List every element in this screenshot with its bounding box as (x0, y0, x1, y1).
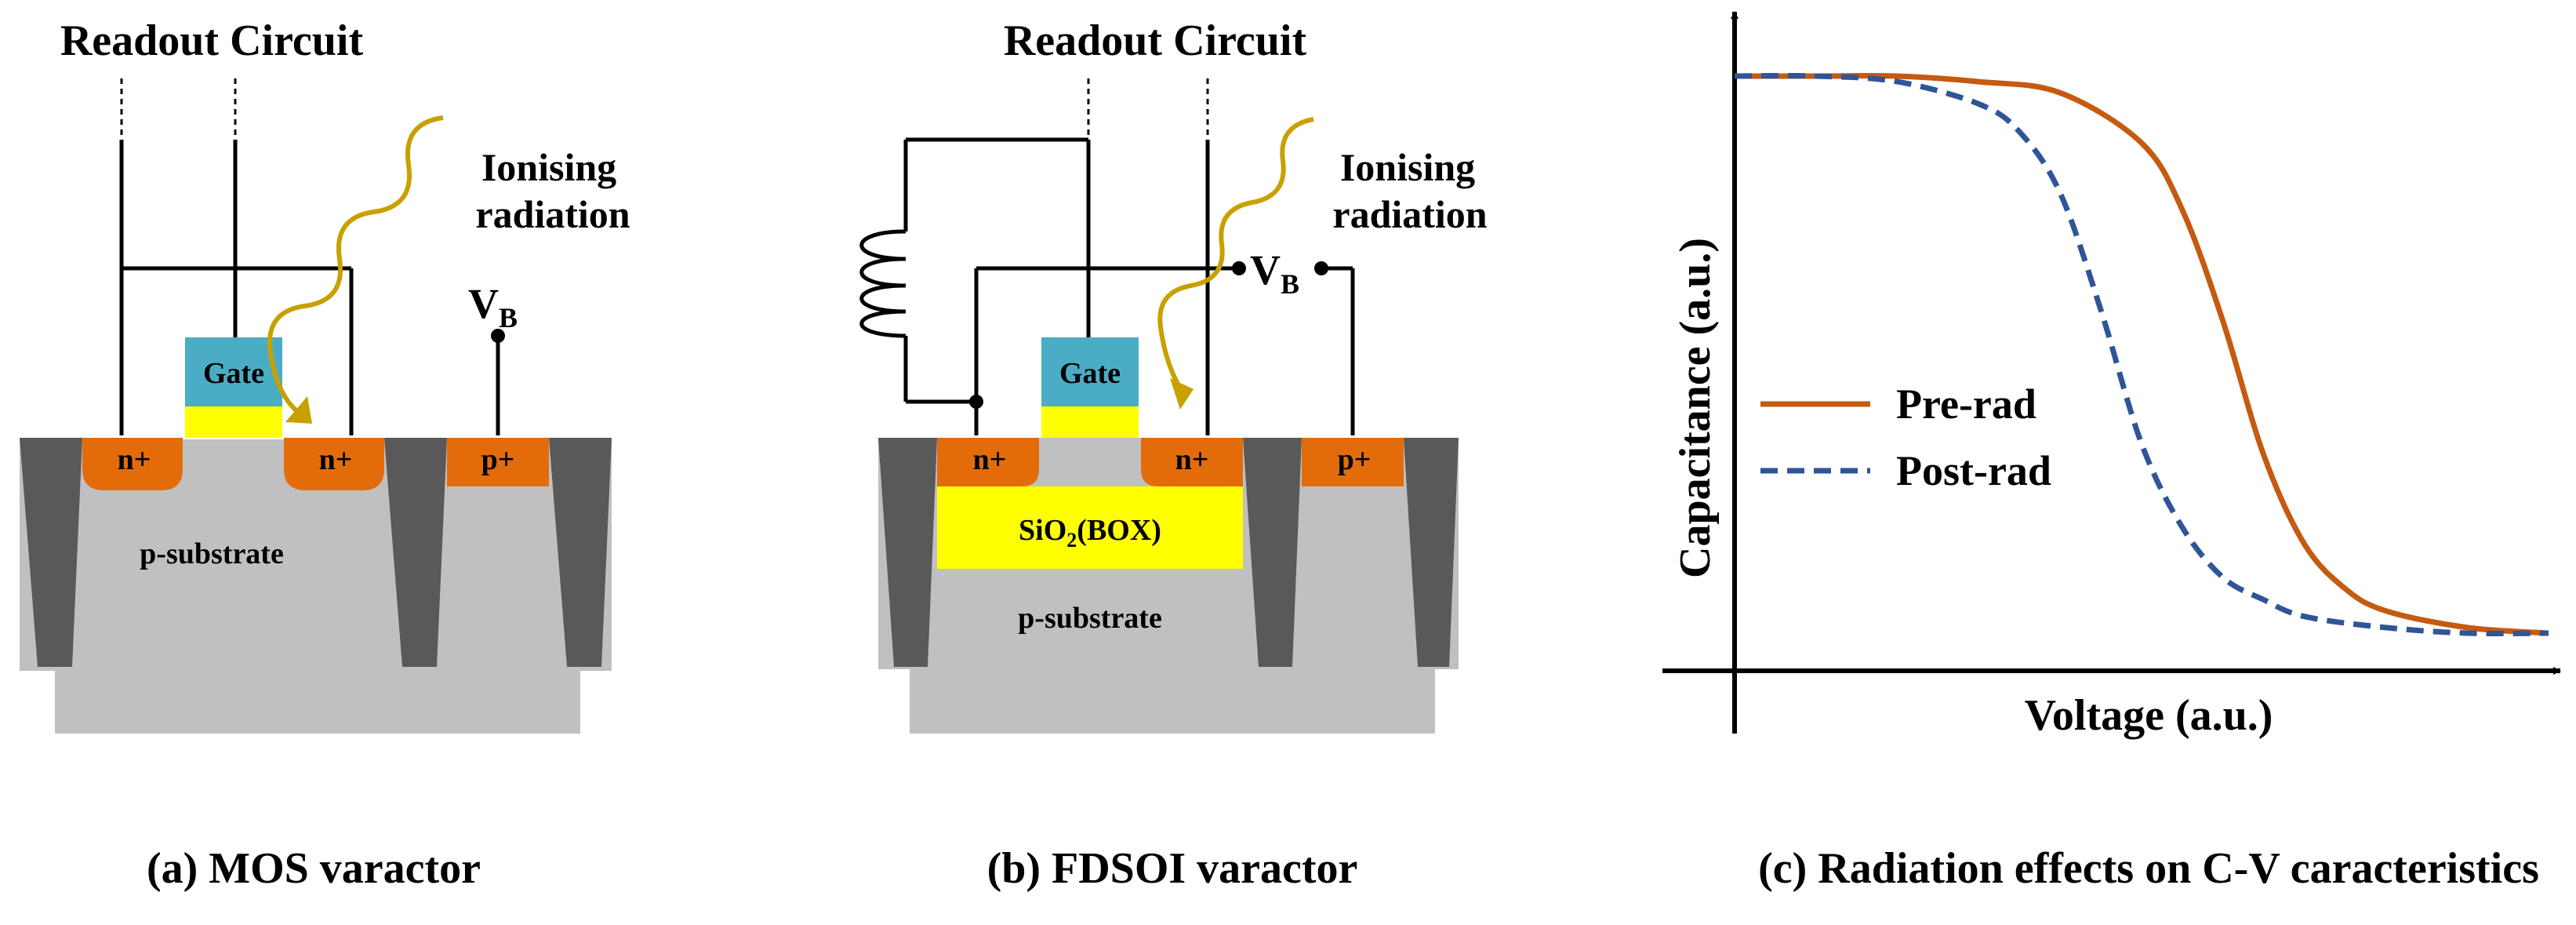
vb-terminal (491, 329, 505, 343)
p-plus-label: p+ (1338, 443, 1372, 476)
vb-label: VB (1250, 246, 1299, 300)
radiation-wave (267, 115, 444, 414)
p-plus-region (447, 438, 549, 486)
gate-electrode (1041, 337, 1139, 406)
substrate-label: p-substrate (1018, 602, 1162, 635)
readout-label: Readout Circuit (60, 16, 364, 65)
gate-electrode (185, 337, 282, 406)
caption-b: (b) FDSOI varactor (987, 844, 1358, 893)
inductor-coil (859, 229, 907, 338)
gate-oxide (185, 406, 282, 438)
substrate-label: p-substrate (140, 537, 284, 570)
readout-label: Readout Circuit (1004, 16, 1307, 65)
gate-label: Gate (203, 357, 264, 390)
node-dot-left (969, 395, 983, 409)
trench-middle (384, 438, 447, 667)
trench-right (549, 438, 612, 667)
radiation-arrowhead (285, 396, 312, 424)
radiation-wave (1157, 117, 1314, 390)
vb-node-dot (1232, 261, 1246, 275)
trench-right (1404, 438, 1459, 667)
panel-c-cv-chart: Capacitance (a.u.) Voltage (a.u.) Pre-ra… (1662, 11, 2561, 893)
p-plus-label: p+ (481, 443, 515, 476)
trench-left (20, 438, 82, 667)
gate-oxide (1041, 406, 1139, 438)
legend-pre-rad-label: Pre-rad (1896, 381, 2036, 428)
n-plus-right-region (284, 438, 384, 490)
radiation-label-line1: Ionising (1340, 145, 1475, 189)
series-pre-rad-line (1734, 72, 2549, 636)
radiation-label-line1: Ionising (481, 145, 616, 189)
p-plus-region (1302, 438, 1404, 486)
n-plus-left-region (82, 438, 183, 490)
radiation-label-line2: radiation (1332, 192, 1487, 236)
gate-label: Gate (1059, 357, 1121, 390)
caption-a: (a) MOS varactor (147, 844, 481, 893)
caption-c: (c) Radiation effects on C-V caracterist… (1758, 844, 2539, 893)
n-plus-left-label: n+ (118, 443, 151, 476)
y-axis-label: Capacitance (a.u.) (1671, 238, 1720, 578)
legend-post-rad-label: Post-rad (1896, 447, 2051, 494)
wiring (119, 78, 500, 435)
n-plus-right-region (1141, 438, 1243, 486)
trench-left (878, 438, 937, 667)
radiation-label-line2: radiation (475, 192, 630, 236)
box-oxide (937, 486, 1243, 569)
panel-a-mos-varactor: Readout Circuit Ionising radiation VB Ga… (20, 16, 630, 893)
panel-b-fdsoi-varactor: Readout Circuit Ionising radiation VB Ga… (859, 16, 1488, 893)
series-post-rad-line (1734, 72, 2549, 637)
substrate-bulk (910, 667, 1435, 734)
trench-middle (1243, 438, 1302, 667)
x-axis-label: Voltage (a.u.) (2025, 691, 2273, 740)
wiring (859, 78, 1355, 435)
n-plus-right-label: n+ (319, 443, 353, 476)
n-plus-left-region (937, 438, 1039, 486)
legend: Pre-rad Post-rad (1760, 381, 2051, 494)
box-label: SiO2(BOX) (1019, 514, 1161, 552)
n-plus-right-label: n+ (1175, 443, 1209, 476)
vb-terminal (1314, 261, 1328, 275)
radiation-arrowhead (1170, 378, 1194, 410)
n-plus-left-label: n+ (973, 443, 1007, 476)
vb-label: VB (468, 280, 518, 333)
substrate-bulk (55, 667, 580, 734)
